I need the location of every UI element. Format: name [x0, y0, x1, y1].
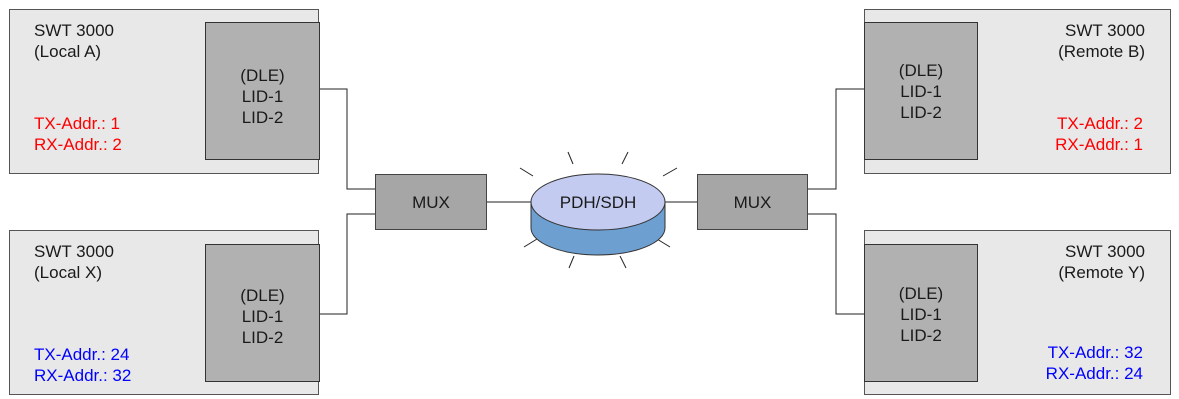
mux-label: MUX — [412, 192, 450, 212]
node-model: SWT 3000 — [1064, 242, 1145, 261]
mux-left: MUX — [375, 174, 487, 230]
network-label: PDH/SDH — [559, 193, 637, 212]
dle-lid-1: LID-1 — [900, 82, 942, 101]
mux-right: MUX — [697, 174, 808, 230]
dle-local-a: (DLE) LID-1 LID-2 — [205, 22, 320, 160]
node-model: SWT 3000 — [1064, 21, 1145, 40]
rx-address: RX-Addr.: 24 — [1045, 364, 1143, 383]
dle-lid-2: LID-2 — [241, 108, 284, 127]
dle-label: (DLE) — [898, 61, 944, 80]
node-name: (Local X) — [34, 263, 103, 282]
tx-address: TX-Addr.: 24 — [34, 345, 130, 364]
node-model: SWT 3000 — [34, 242, 115, 261]
link-mux-right-remote-b — [808, 88, 864, 190]
mux-label: MUX — [733, 192, 772, 212]
link-local-x-mux — [320, 213, 375, 315]
tx-address: TX-Addr.: 1 — [34, 114, 120, 133]
node-name: (Remote B) — [1058, 42, 1145, 61]
rx-address: RX-Addr.: 1 — [1055, 135, 1143, 154]
dle-lid-2: LID-2 — [900, 326, 942, 345]
rx-address: RX-Addr.: 2 — [34, 135, 122, 154]
dle-label: (DLE) — [240, 66, 285, 85]
tx-address: TX-Addr.: 32 — [1047, 343, 1143, 362]
dle-lid-2: LID-2 — [900, 103, 942, 122]
dle-lid-1: LID-1 — [241, 307, 284, 326]
node-name: (Local A) — [34, 42, 102, 61]
dle-lid-2: LID-2 — [241, 328, 284, 347]
dle-local-x: (DLE) LID-1 LID-2 — [205, 244, 320, 382]
network-rays — [519, 151, 678, 269]
dle-remote-y: (DLE) LID-1 LID-2 — [864, 244, 978, 382]
dle-lid-1: LID-1 — [900, 305, 942, 324]
tx-address: TX-Addr.: 2 — [1057, 114, 1143, 133]
rx-address: RX-Addr.: 32 — [34, 366, 132, 385]
node-name: (Remote Y) — [1058, 263, 1145, 282]
dle-remote-b: (DLE) LID-1 LID-2 — [864, 22, 978, 160]
dle-lid-1: LID-1 — [241, 87, 284, 106]
link-mux-right-remote-y — [808, 213, 864, 315]
link-local-a-mux — [320, 88, 375, 190]
node-model: SWT 3000 — [34, 21, 115, 40]
dle-label: (DLE) — [240, 286, 285, 305]
network-cylinder — [530, 173, 666, 256]
dle-label: (DLE) — [898, 284, 944, 303]
